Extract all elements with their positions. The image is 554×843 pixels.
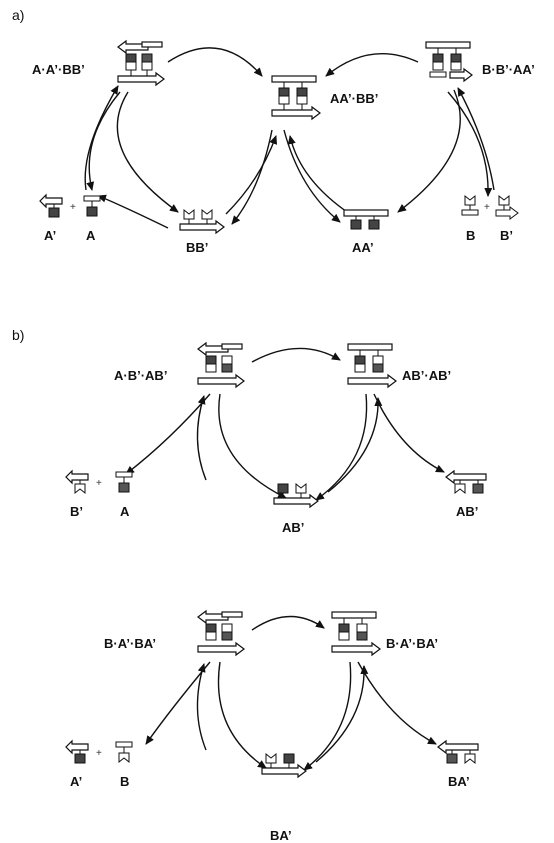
label-aa-bb: AA’·BB’: [330, 91, 378, 106]
complex-b-b-aa: [425, 41, 473, 83]
arrow-b2-right-3: [315, 665, 369, 763]
label-b-1: B: [466, 228, 475, 243]
plus-b1: +: [96, 478, 102, 489]
plus-a-2: +: [484, 202, 490, 213]
label-b-prime-2: B’: [70, 504, 83, 519]
panel-a: A·A’·BB’ AA’·BB’ B·B’·AA’: [32, 39, 535, 255]
plus-a-1: +: [70, 202, 76, 213]
label-bb: BB’: [186, 240, 208, 255]
arrow-b2-right-1: [303, 661, 352, 771]
product-ba: [437, 739, 479, 765]
monomer-a-2: [115, 471, 133, 493]
complex-b-a-ba-right: [331, 611, 381, 657]
label-a-b-ab: A·B’·AB’: [114, 368, 167, 383]
arrow-b2-left-2: [217, 661, 267, 769]
label-ab-ab: AB’·AB’: [402, 368, 451, 383]
arrow-center-1: [231, 129, 273, 225]
template-bb: [179, 208, 225, 235]
label-b-prime-1: B’: [500, 228, 513, 243]
arrow-b2-right-2: [357, 661, 437, 745]
complex-b-a-ba-left: [197, 609, 245, 657]
arrow-b1-top: [251, 347, 341, 363]
complex-ab-ab: [347, 343, 397, 389]
label-a-1: A: [86, 228, 96, 243]
template-ba: [261, 752, 307, 779]
product-ab: [445, 469, 487, 495]
label-ab-product: AB’: [456, 504, 478, 519]
label-ab: AB’: [282, 520, 304, 535]
arrow-loop-right-2: [397, 89, 461, 213]
arrow-left-to-center: [167, 47, 263, 77]
label-a-2: A: [120, 504, 130, 519]
arrow-right-to-center: [325, 52, 419, 77]
arrow-center-2: [283, 129, 341, 223]
arrow-center-3: [225, 135, 278, 215]
arrow-b2-left-3: [196, 663, 207, 751]
arrow-loop-left-3: [84, 85, 119, 191]
label-ba-product: BA’: [448, 774, 470, 789]
label-b-b-aa: B·B’·AA’: [482, 62, 535, 77]
arrow-b1-left-2: [218, 393, 287, 499]
arrow-loop-left-4: [97, 194, 169, 229]
arrow-center-4: [287, 135, 351, 215]
panel-a-label: a): [12, 7, 24, 23]
arrow-b1-left-3: [196, 395, 207, 481]
label-b-a-ba-left: B·A’·BA’: [104, 636, 156, 651]
complex-a-b-ab: [197, 341, 245, 389]
monomer-b-prime: [495, 194, 519, 220]
template-ab: [273, 482, 319, 509]
panel-b-cycle-2: B·A’·BA’ B·A’·BA’ + A’: [65, 609, 479, 843]
arrow-loop-right-3: [457, 87, 495, 191]
label-a-a-bb: A·A’·BB’: [32, 62, 85, 77]
arrow-b1-right-3: [327, 397, 383, 493]
arrow-b2-top: [251, 615, 325, 631]
label-ba: BA’: [270, 828, 292, 843]
panel-b-cycle-1: A·B’·AB’ AB’·AB’ + B’ A: [65, 341, 487, 535]
arrow-b1-right-1: [315, 393, 368, 501]
complex-aa-bb: [271, 75, 321, 121]
panel-b-label: b): [12, 327, 24, 343]
arrow-loop-left-2: [116, 91, 179, 213]
monomer-b-3: [115, 741, 133, 764]
plus-b2: +: [96, 748, 102, 759]
monomer-b-prime-2: [65, 469, 89, 495]
arrow-b1-right-2: [373, 393, 445, 473]
monomer-a-prime: [39, 193, 63, 218]
label-b-3: B: [120, 774, 129, 789]
monomer-b: [461, 194, 479, 216]
label-b-a-ba-right: B·A’·BA’: [386, 636, 438, 651]
label-a-prime-1: A’: [44, 228, 56, 243]
template-aa: [343, 209, 389, 230]
label-a-prime-3: A’: [70, 774, 82, 789]
arrow-loop-right-1: [447, 91, 493, 197]
monomer-a: [83, 195, 101, 217]
monomer-a-prime-3: [65, 739, 89, 764]
label-aa: AA’: [352, 240, 374, 255]
complex-a-a-bb: [117, 39, 165, 87]
arrow-loop-left-1: [86, 91, 121, 191]
